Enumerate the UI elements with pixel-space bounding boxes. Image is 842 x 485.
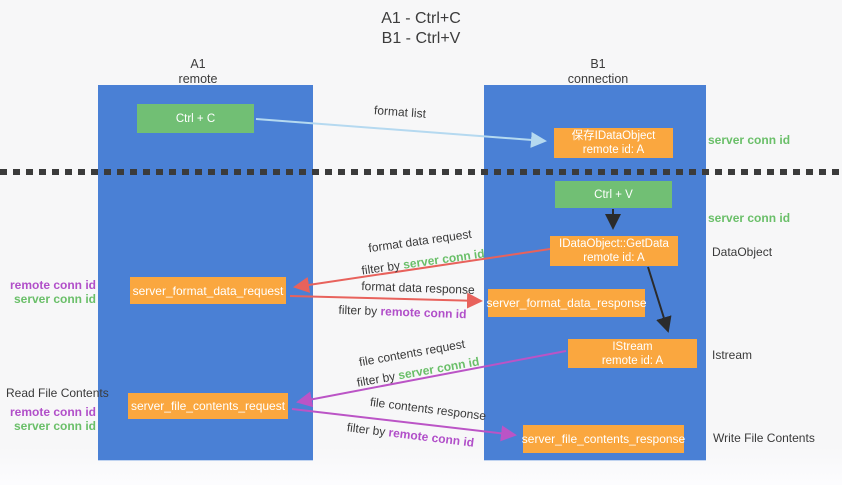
server-conn-id-text: server conn id: [402, 246, 486, 272]
title-line-1: A1 - Ctrl+C: [381, 10, 461, 27]
right-column-header: B1 connection: [528, 57, 668, 87]
format-data-response-filter-label: filter by remote conn id: [330, 302, 475, 321]
ctrl-v-node: Ctrl + V: [555, 181, 672, 208]
istream-annotation: Istream: [712, 348, 753, 362]
istream-node: IStream remote id: A: [568, 339, 697, 368]
ctrl-c-label: Ctrl + C: [175, 112, 216, 125]
server-conn-id-text: server conn id: [13, 292, 96, 306]
ctrl-v-label: Ctrl + V: [594, 188, 633, 201]
left-column-role: remote: [178, 72, 218, 86]
file-contents-response-label: file contents response: [369, 394, 487, 424]
format-data-response-label: format data response: [361, 279, 475, 297]
write-file-contents-annotation: Write File Contents: [713, 431, 815, 445]
filter-by-text: filter by: [360, 258, 401, 278]
save-idataobject-node: 保存IDataObject remote id: A: [554, 128, 673, 158]
read-file-contents-annotation: Read File Contents: [6, 386, 109, 400]
server-conn-id-text: server conn id: [13, 419, 96, 433]
server-conn-id-annotation-mid: server conn id: [708, 211, 791, 225]
server-conn-id-annotation-top: server conn id: [708, 133, 791, 147]
ctrl-c-node: Ctrl + C: [137, 104, 254, 133]
left-column-header: A1 remote: [128, 57, 268, 87]
istream-label: IStream remote id: A: [602, 340, 663, 368]
server-format-data-response-node: server_format_data_response: [486, 289, 647, 317]
filter-by-text: filter by: [346, 420, 387, 439]
istream-line2: remote id: A: [601, 354, 664, 367]
server-file-contents-response-node: server_file_contents_response: [521, 425, 686, 453]
right-column-id: B1: [590, 57, 606, 71]
filter-by-text: filter by: [355, 369, 397, 390]
save-idataobject-label: 保存IDataObject remote id: A: [572, 129, 656, 157]
server-file-contents-request-node: server_file_contents_request: [128, 393, 288, 419]
remote-conn-id-text: remote conn id: [387, 425, 475, 450]
getdata-node: IDataObject::GetData remote id: A: [550, 236, 678, 266]
filter-by-text: filter by: [338, 302, 378, 319]
server-format-data-response-label: server_format_data_response: [486, 296, 647, 310]
istream-line1: IStream: [612, 340, 653, 353]
machine-boundary-divider: [0, 169, 842, 175]
server-format-data-request-label: server_format_data_request: [132, 283, 284, 298]
getdata-label: IDataObject::GetData remote id: A: [559, 237, 669, 265]
remote-conn-id-text: remote conn id: [9, 405, 96, 419]
getdata-line1: IDataObject::GetData: [559, 238, 669, 250]
diagram-title: A1 - Ctrl+C B1 - Ctrl+V: [0, 9, 842, 49]
dataobject-annotation: DataObject: [712, 245, 773, 259]
left-conn-id-annotation-format: remote conn id server conn id: [8, 278, 96, 306]
server-format-data-request-node: server_format_data_request: [130, 277, 286, 304]
right-column-role: connection: [567, 72, 629, 86]
left-column-id: A1: [190, 57, 206, 71]
file-contents-response-filter-label: filter by remote conn id: [338, 419, 484, 451]
arrow-format-data-response: [289, 292, 483, 309]
save-idataobject-line1: 保存IDataObject: [571, 130, 656, 142]
save-idataobject-line2: remote id: A: [582, 144, 645, 156]
format-list-label: format list: [373, 103, 427, 121]
server-file-contents-response-label: server_file_contents_response: [521, 432, 686, 446]
remote-conn-id-text: remote conn id: [380, 304, 467, 322]
server-file-contents-request-label: server_file_contents_request: [130, 399, 286, 413]
remote-conn-id-text: remote conn id: [9, 278, 96, 292]
getdata-line2: remote id: A: [583, 252, 645, 264]
title-line-2: B1 - Ctrl+V: [381, 30, 461, 47]
left-conn-id-annotation-file: remote conn id server conn id: [8, 405, 96, 433]
